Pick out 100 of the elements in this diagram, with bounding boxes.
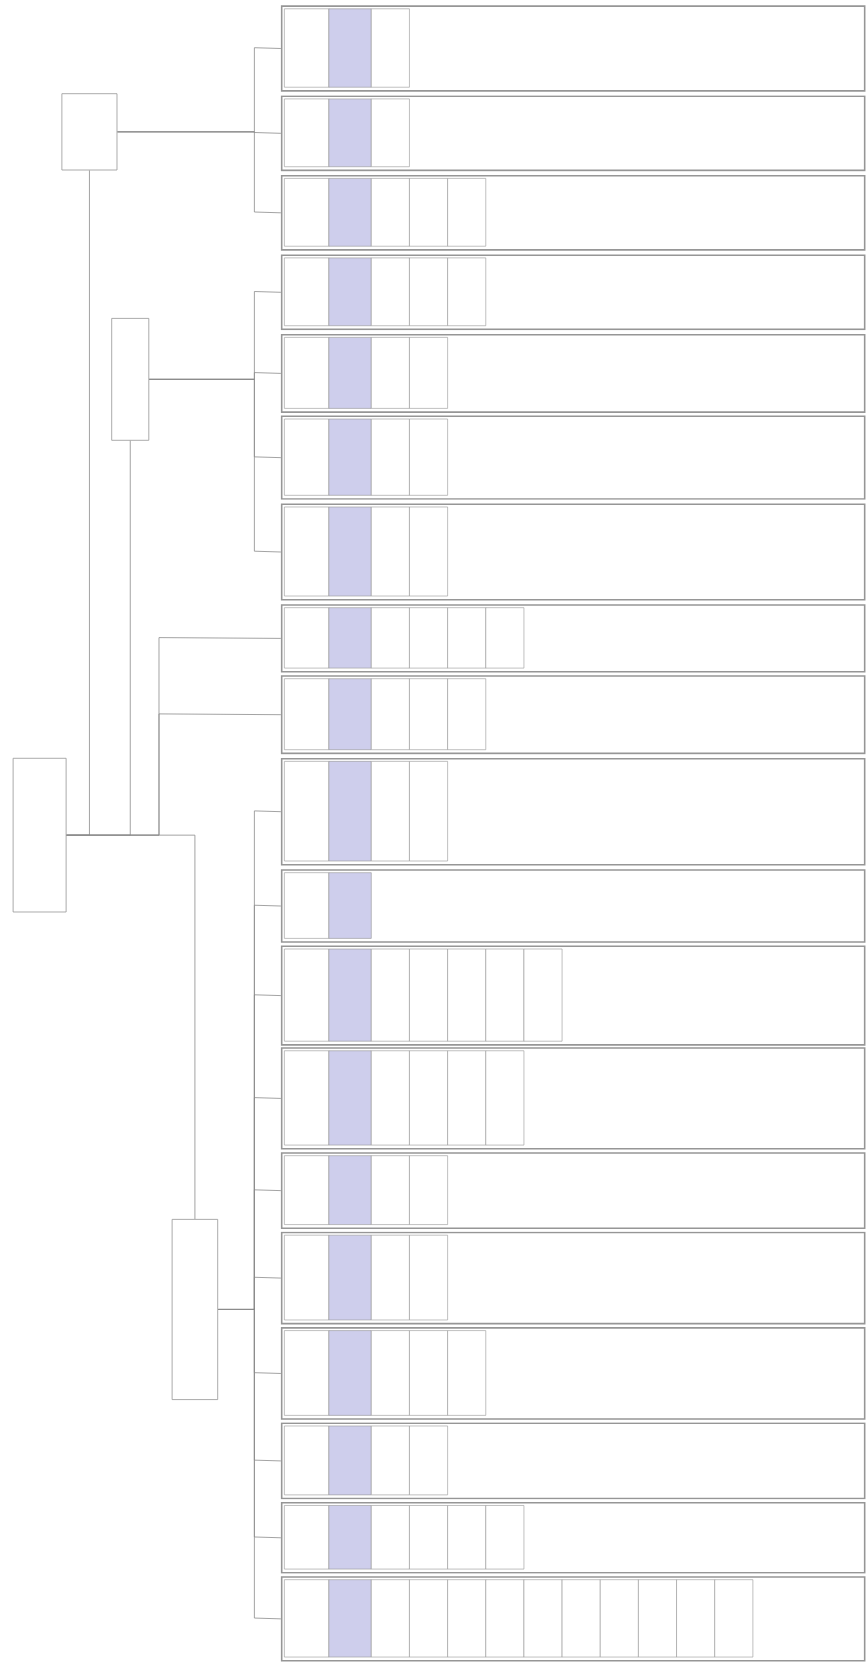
table-cell	[328, 1330, 372, 1416]
table-cell	[284, 1579, 330, 1658]
table-cell	[409, 178, 448, 247]
table-cell	[328, 1234, 372, 1321]
table-cell	[328, 1579, 372, 1658]
table-cell	[284, 1330, 330, 1416]
table-cell	[447, 178, 487, 247]
table-cell	[676, 1579, 715, 1658]
table-cell	[409, 337, 448, 409]
table-cell	[409, 1425, 448, 1496]
table-cell	[371, 418, 410, 496]
table-cell	[371, 1579, 410, 1658]
table-cell	[371, 178, 410, 247]
table-cell	[284, 607, 330, 669]
table-cell	[328, 8, 372, 88]
table-cell	[371, 948, 410, 1042]
table-cell	[409, 1050, 448, 1146]
table-cell	[371, 1425, 410, 1496]
table-cell	[485, 948, 525, 1042]
table-cell	[328, 337, 372, 409]
table-cell	[447, 1505, 487, 1570]
table-cell	[328, 1155, 372, 1225]
table-cell	[371, 98, 410, 168]
table-cell	[371, 257, 410, 327]
table-cell	[284, 418, 330, 496]
table-cell	[371, 1505, 410, 1570]
table-cell	[371, 506, 410, 597]
table-cell	[409, 418, 448, 496]
table-cell	[561, 1579, 601, 1658]
table-cell	[485, 1505, 525, 1570]
table-cell	[447, 1330, 487, 1416]
table-cell	[409, 257, 448, 327]
table-cell	[599, 1579, 639, 1658]
table-cell	[523, 1579, 563, 1658]
table-cell	[328, 678, 372, 750]
table-cell	[371, 1234, 410, 1321]
table-cell	[284, 1155, 330, 1225]
table-cell	[284, 1050, 330, 1146]
table-cell	[714, 1579, 754, 1658]
table-cell	[328, 98, 372, 168]
table-cell	[447, 607, 487, 669]
table-cell	[409, 948, 448, 1042]
table-cell	[371, 678, 410, 750]
table-cell	[371, 1050, 410, 1146]
table-cell	[409, 678, 448, 750]
table-cell	[485, 1050, 525, 1146]
org-box	[171, 1219, 219, 1400]
table-cell	[284, 948, 330, 1042]
org-box	[111, 318, 150, 441]
table-cell	[409, 607, 448, 669]
table-cell	[371, 1330, 410, 1416]
table-cell	[328, 1050, 372, 1146]
table-cell	[328, 761, 372, 862]
table-cell	[284, 257, 330, 327]
table-cell	[371, 1155, 410, 1225]
table-cell	[409, 1155, 448, 1225]
table-cell	[485, 1579, 525, 1658]
table-cell	[284, 1505, 330, 1570]
table-cell	[371, 337, 410, 409]
table-cell	[371, 607, 410, 669]
table-cell	[328, 257, 372, 327]
table-cell	[371, 8, 410, 88]
table-cell	[328, 872, 372, 939]
table-cell	[284, 678, 330, 750]
table-cell	[409, 1330, 448, 1416]
table-cell	[447, 257, 487, 327]
connector-line	[117, 131, 282, 214]
table-cell	[328, 178, 372, 247]
org-box	[61, 93, 118, 171]
table-cell	[328, 1425, 372, 1496]
table-cell	[284, 761, 330, 862]
table-cell	[371, 761, 410, 862]
table-cell	[409, 761, 448, 862]
table-cell	[409, 1579, 448, 1658]
connector-line	[66, 713, 282, 836]
table-cell	[328, 1505, 372, 1570]
table-cell	[409, 506, 448, 597]
connector-line	[148, 378, 282, 553]
table-cell	[447, 948, 487, 1042]
table-cell	[485, 607, 525, 669]
table-cell	[523, 948, 563, 1042]
table-cell	[638, 1579, 677, 1658]
table-cell	[328, 607, 372, 669]
table-cell	[409, 1234, 448, 1321]
table-cell	[284, 8, 330, 88]
table-cell	[447, 1579, 487, 1658]
table-cell	[328, 948, 372, 1042]
table-cell	[284, 506, 330, 597]
table-cell	[284, 178, 330, 247]
table-cell	[284, 872, 330, 939]
table-cell	[447, 1050, 487, 1146]
table-cell	[284, 337, 330, 409]
table-cell	[328, 506, 372, 597]
table-cell	[284, 1234, 330, 1321]
table-cell	[447, 678, 487, 750]
connector-line	[217, 1309, 282, 1620]
org-box	[12, 757, 67, 913]
table-cell	[284, 1425, 330, 1496]
table-cell	[328, 418, 372, 496]
table-cell	[284, 98, 330, 168]
